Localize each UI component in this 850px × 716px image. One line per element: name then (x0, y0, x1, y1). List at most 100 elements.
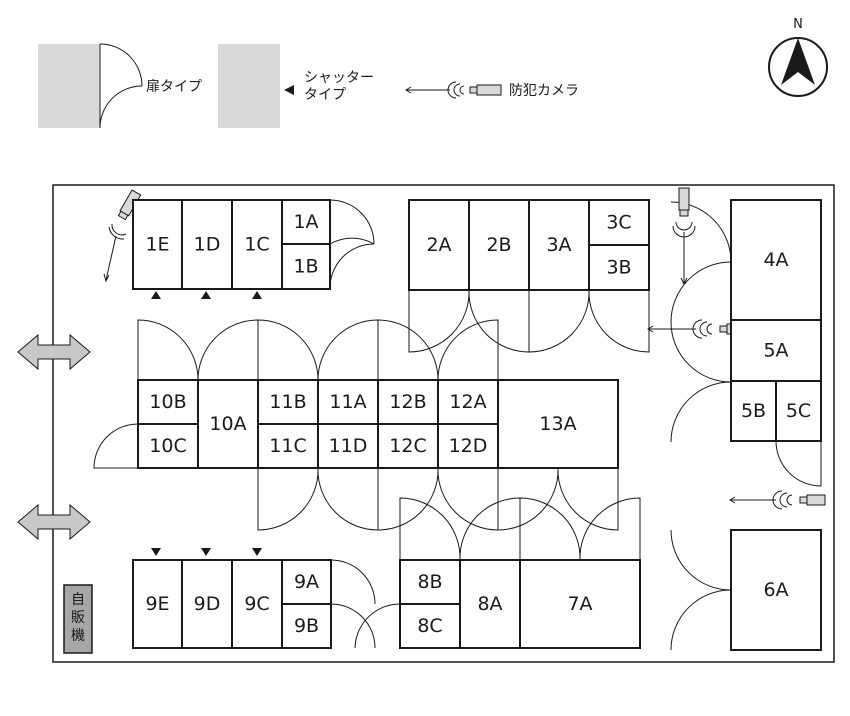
unit-box (399, 603, 461, 649)
unit-label: 11C (269, 435, 306, 457)
unit-4a: 4A (730, 199, 822, 321)
unit-label: 11B (269, 391, 306, 413)
unit-label: 11A (329, 391, 366, 413)
unit-2b: 2B (468, 199, 530, 291)
compass: N (768, 17, 828, 97)
shutter-triangle-icon (252, 291, 262, 299)
unit-label: 9A (294, 571, 319, 593)
unit-box (775, 380, 822, 442)
shutter-triangle-icon (151, 548, 161, 556)
unit-9d: 9D (181, 559, 233, 649)
unit-label: 3B (606, 257, 631, 279)
unit-label: 9B (294, 615, 319, 637)
site-boundary (52, 184, 835, 663)
unit-label: 9C (244, 593, 269, 615)
unit-3c: 3C (588, 199, 650, 246)
shutter-type-swatch (218, 44, 280, 128)
unit-box (468, 199, 530, 291)
entrance-arrow-bottom (17, 503, 91, 541)
unit-label: 8C (417, 615, 442, 637)
unit-box (257, 379, 319, 425)
unit-label: 7A (567, 593, 592, 615)
unit-box (132, 199, 183, 290)
unit-box (132, 559, 183, 649)
unit-label: 10A (209, 413, 246, 435)
unit-label: 1C (244, 234, 269, 256)
unit-label: 13A (539, 413, 576, 435)
unit-5b: 5B (730, 380, 777, 442)
unit-8a: 8A (459, 559, 521, 649)
unit-11d: 11D (317, 423, 379, 469)
shutter-markers (151, 291, 262, 556)
unit-label: 12C (389, 435, 426, 457)
unit-box (588, 199, 650, 246)
unit-label: 12A (449, 391, 486, 413)
unit-box (281, 199, 331, 245)
unit-box (137, 379, 199, 425)
entrance-arrow-top (17, 333, 91, 371)
unit-label: 6A (763, 579, 788, 601)
unit-label: 8A (477, 593, 502, 615)
unit-box (528, 199, 590, 291)
legend-shutter-label-1: シャッター (304, 70, 374, 86)
shutter-triangle-icon (284, 85, 294, 95)
double-arrow-icon (17, 333, 91, 371)
unit-1c: 1C (231, 199, 283, 290)
legend-door-type: 扉タイプ (38, 43, 202, 129)
unit-9a: 9A (281, 559, 332, 605)
unit-label: 12D (449, 435, 488, 457)
unit-box (588, 244, 650, 291)
unit-3a: 3A (528, 199, 590, 291)
unit-5a: 5A (730, 319, 822, 382)
unit-box (281, 603, 332, 649)
unit-box (377, 379, 439, 425)
vending-label-3: 機 (71, 628, 85, 644)
unit-9e: 9E (132, 559, 183, 649)
unit-label: 1E (145, 234, 169, 256)
unit-label: 8B (417, 571, 442, 593)
unit-1e: 1E (132, 199, 183, 290)
camera-icon (799, 494, 826, 506)
unit-label: 3C (606, 212, 631, 234)
shutter-triangle-icon (201, 548, 211, 556)
unit-1a: 1A (281, 199, 331, 245)
unit-1b: 1B (281, 243, 331, 290)
unit-2a: 2A (408, 199, 470, 291)
north-label: N (793, 17, 803, 32)
unit-box (730, 380, 777, 442)
legend-camera-label: 防犯カメラ (509, 83, 579, 99)
unit-label: 1D (194, 234, 221, 256)
legend-camera: 防犯カメラ (405, 81, 579, 99)
unit-box (399, 559, 461, 605)
unit-box (730, 529, 822, 651)
unit-box (730, 319, 822, 382)
unit-9b: 9B (281, 603, 332, 649)
shutter-triangle-icon (252, 548, 262, 556)
unit-8b: 8B (399, 559, 461, 605)
unit-box (181, 559, 233, 649)
vending-machine: 自 販 機 (63, 584, 93, 654)
camera-icon (476, 84, 502, 96)
shutter-triangle-icon (151, 291, 161, 299)
vending-label-2: 販 (71, 610, 85, 626)
unit-label: 5C (786, 400, 811, 422)
unit-box (437, 423, 499, 469)
legend-shutter-type: シャッター タイプ (218, 44, 374, 128)
unit-6a: 6A (730, 529, 822, 651)
unit-7a: 7A (519, 559, 641, 649)
unit-label: 2A (426, 234, 451, 256)
legend-door-label: 扉タイプ (146, 79, 202, 95)
unit-label: 11D (329, 435, 368, 457)
unit-12d: 12D (437, 423, 499, 469)
unit-box (519, 559, 641, 649)
door-swings (93, 199, 822, 651)
unit-3b: 3B (588, 244, 650, 291)
unit-box (231, 559, 283, 649)
unit-box (137, 423, 199, 469)
legend-shutter-label-2: タイプ (304, 87, 346, 103)
door-swing-icon (99, 43, 143, 87)
unit-box (459, 559, 521, 649)
vending-label-1: 自 (71, 592, 85, 608)
